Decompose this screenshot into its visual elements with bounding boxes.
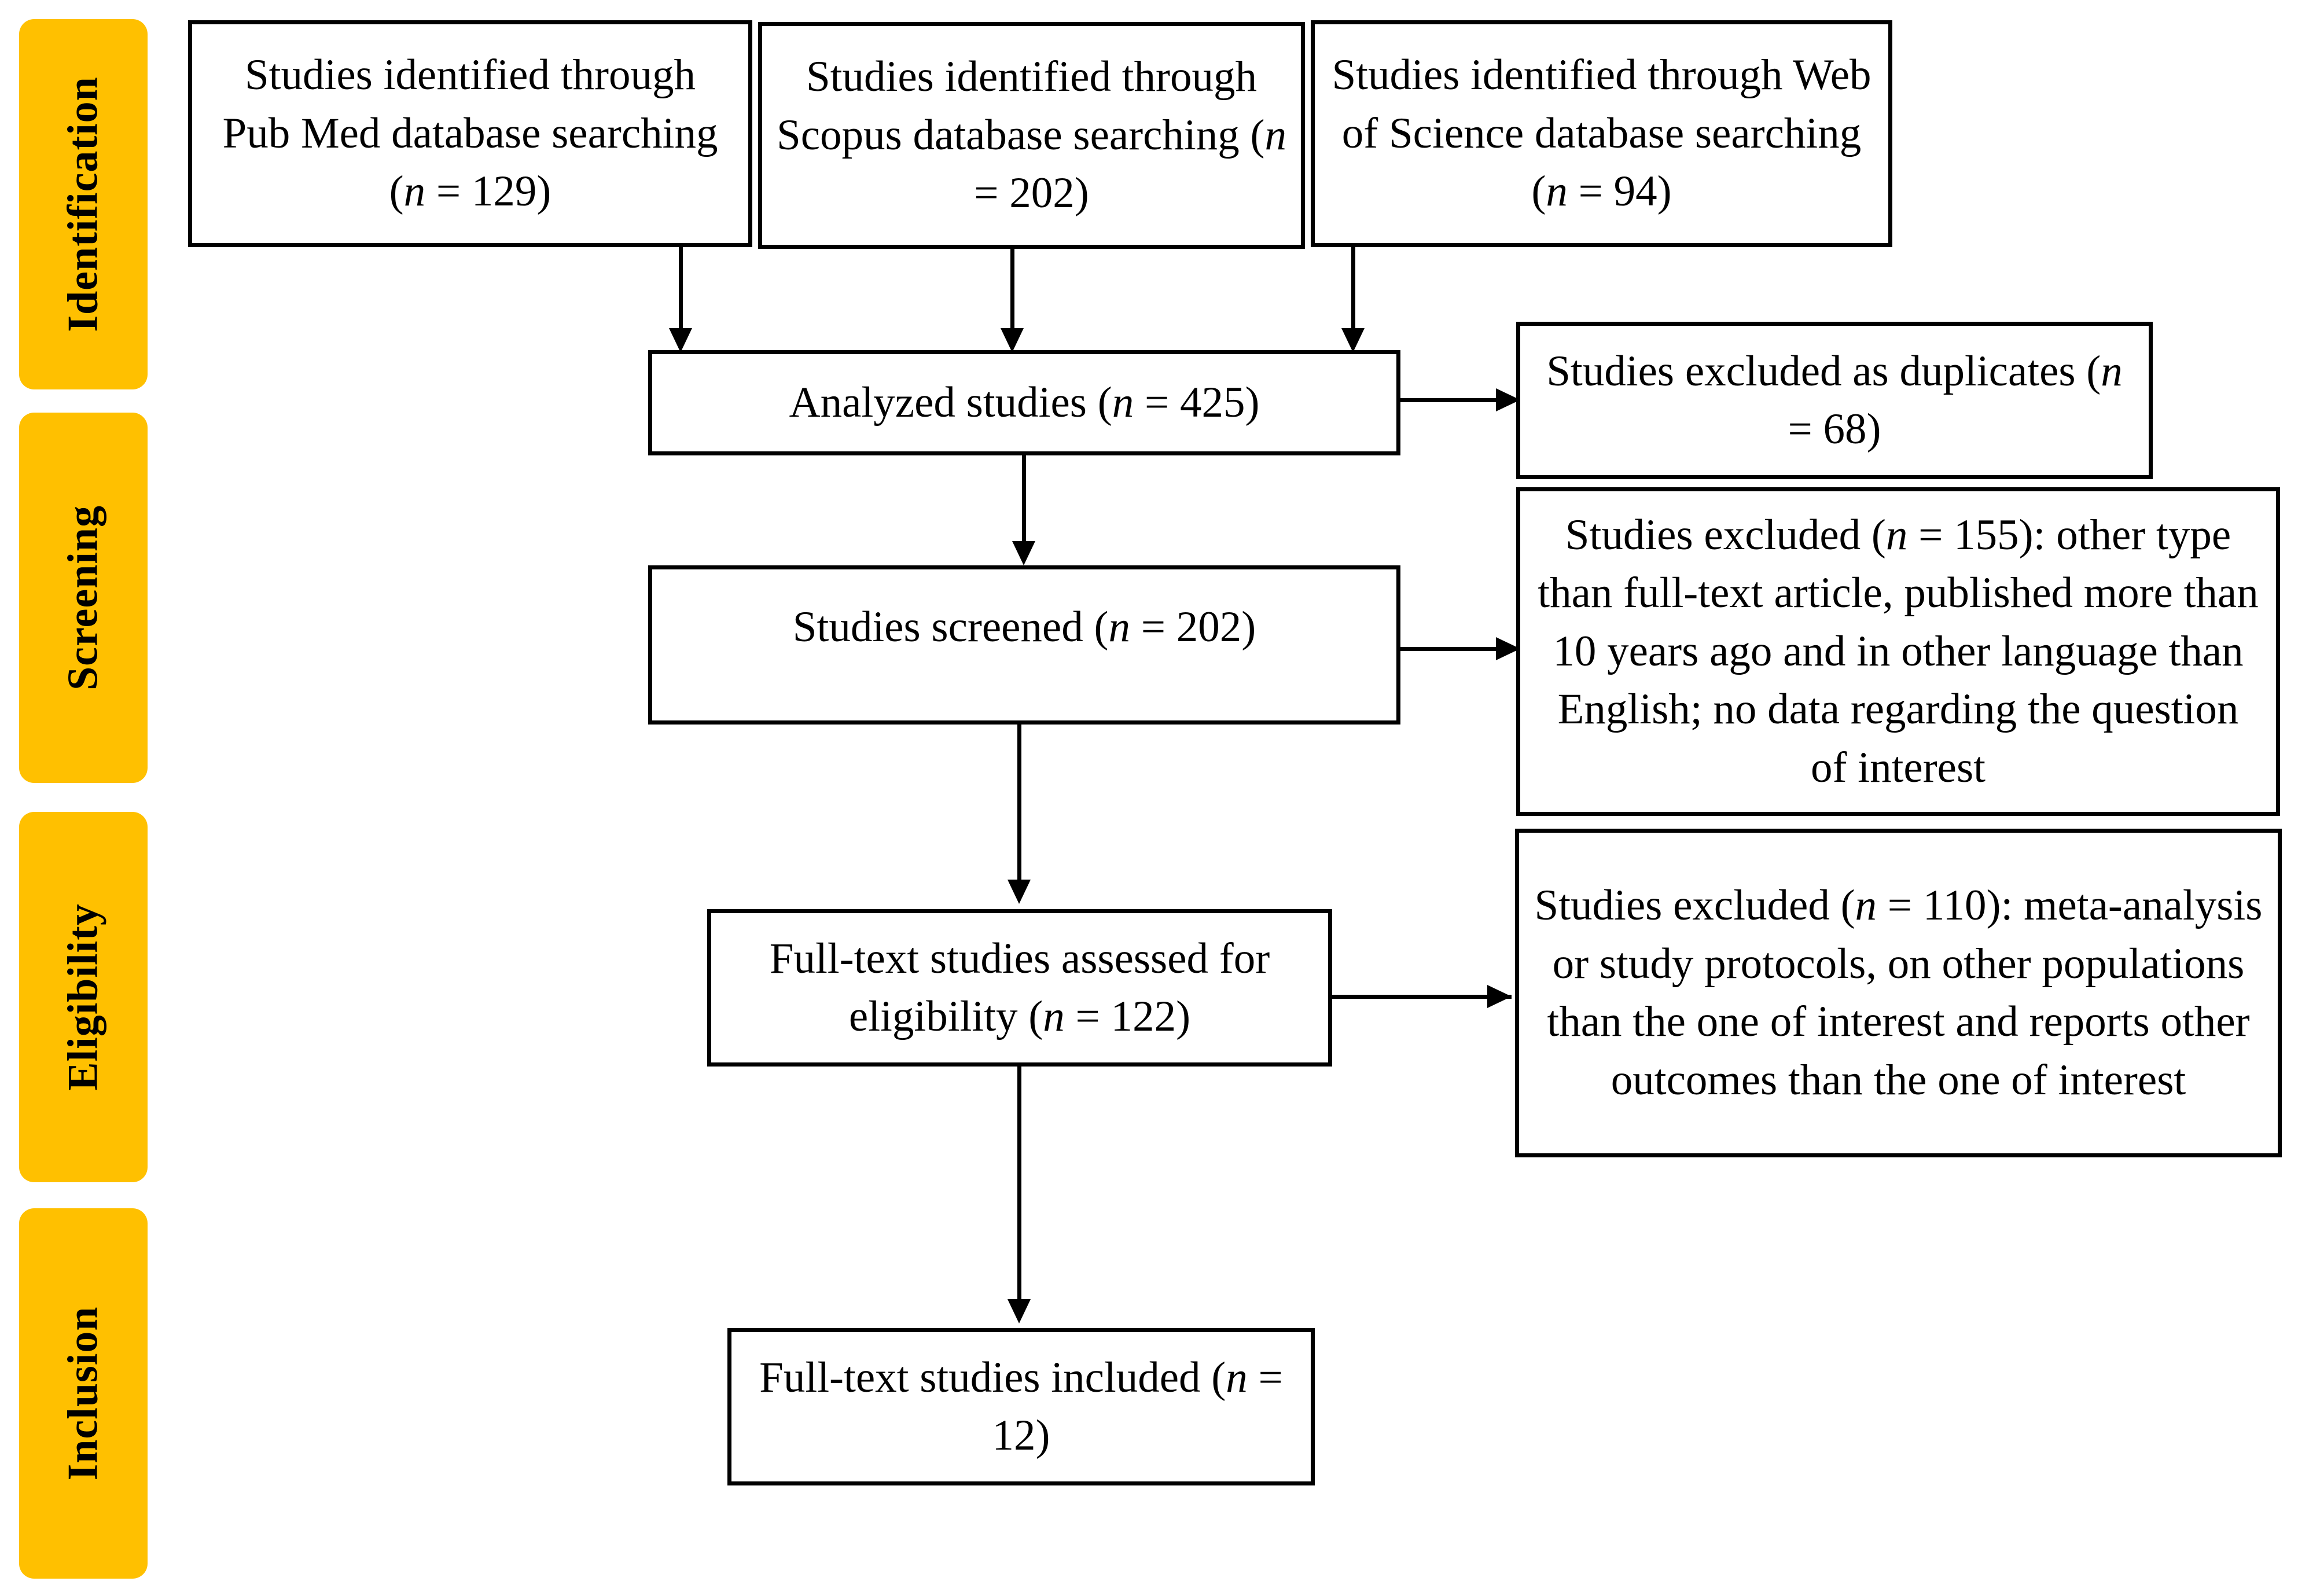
excluded-screening-text: Studies excluded (n = 155): other type t… <box>1538 510 2259 792</box>
connector-excluded-eligibility <box>1332 995 1512 999</box>
scopus-box: Studies identified through Scopus databa… <box>758 22 1305 249</box>
arrowhead-analyzed-screened <box>1012 541 1035 565</box>
phase-identification-label: Identification <box>59 76 107 332</box>
connector-assessed-included <box>1017 1067 1021 1302</box>
pubmed-box: Studies identified through Pub Med datab… <box>188 20 752 247</box>
connector-web-of-science <box>1351 247 1355 334</box>
phase-screening: Screening <box>19 413 148 783</box>
web-of-science-box: Studies identified through Web of Scienc… <box>1311 20 1892 247</box>
analyzed-studies-text: Analyzed studies (n = 425) <box>789 378 1260 426</box>
phase-inclusion: Inclusion <box>19 1208 148 1579</box>
phase-eligibility: Eligibility <box>19 812 148 1182</box>
full-text-assessed-text: Full-text studies assessed for eligibili… <box>769 934 1270 1041</box>
arrowhead-web-of-science <box>1341 328 1365 352</box>
phase-inclusion-label: Inclusion <box>59 1306 107 1481</box>
full-text-assessed-box: Full-text studies assessed for eligibili… <box>707 909 1332 1067</box>
full-text-included-text: Full-text studies included (n = 12) <box>759 1353 1283 1460</box>
analyzed-studies-box: Analyzed studies (n = 425) <box>648 350 1400 455</box>
pubmed-text: Studies identified through Pub Med datab… <box>222 51 718 216</box>
arrowhead-assessed-included <box>1008 1299 1031 1323</box>
arrowhead-pubmed <box>669 328 692 352</box>
arrowhead-scopus <box>1001 328 1024 352</box>
arrowhead-screened-assessed <box>1008 880 1031 904</box>
connector-screened-assessed <box>1017 725 1021 881</box>
connector-duplicates <box>1400 398 1519 402</box>
web-of-science-text: Studies identified through Web of Scienc… <box>1332 51 1872 216</box>
duplicates-box: Studies excluded as duplicates (n = 68) <box>1516 322 2153 479</box>
phase-screening-label: Screening <box>59 505 107 691</box>
phase-eligibility-label: Eligibility <box>59 903 107 1091</box>
connector-analyzed-screened <box>1022 455 1026 542</box>
arrowhead-excluded-eligibility <box>1487 985 1512 1008</box>
duplicates-text: Studies excluded as duplicates (n = 68) <box>1546 347 2123 454</box>
studies-screened-text: Studies screened (n = 202) <box>792 603 1256 651</box>
excluded-eligibility-text: Studies excluded (n = 110): meta-analysi… <box>1534 881 2263 1104</box>
phase-identification: Identification <box>19 19 148 389</box>
excluded-eligibility-box: Studies excluded (n = 110): meta-analysi… <box>1515 829 2282 1157</box>
full-text-included-box: Full-text studies included (n = 12) <box>727 1328 1315 1485</box>
scopus-text: Studies identified through Scopus databa… <box>777 53 1286 218</box>
connector-excluded-screening <box>1400 647 1519 651</box>
connector-scopus <box>1010 249 1014 334</box>
connector-pubmed <box>679 247 683 334</box>
studies-screened-box: Studies screened (n = 202) <box>648 565 1400 725</box>
excluded-screening-box: Studies excluded (n = 155): other type t… <box>1516 487 2280 816</box>
